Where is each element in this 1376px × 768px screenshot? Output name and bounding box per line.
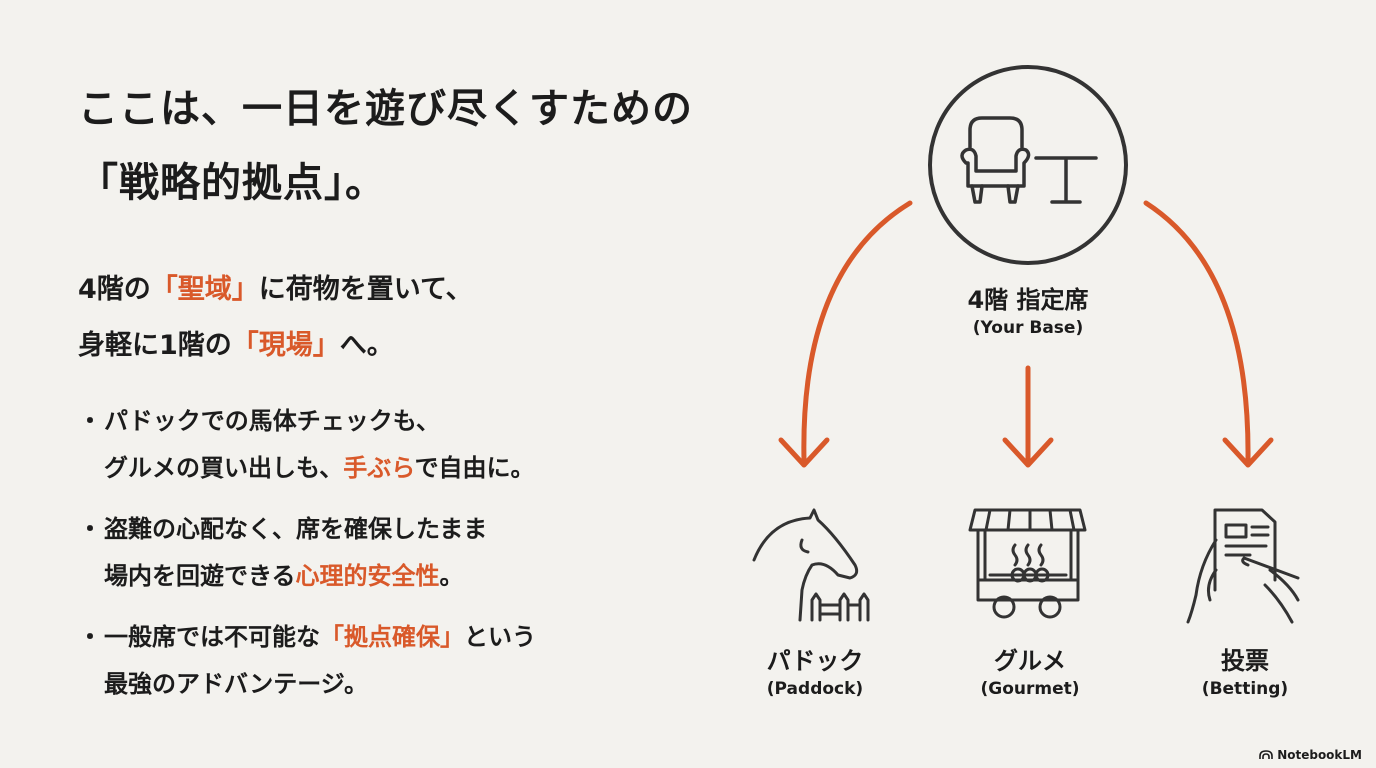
arrow-to-paddock (778, 200, 913, 468)
text-segment: 盗難の心配なく、席を確保したまま (104, 515, 488, 543)
bullet-item: ・パドックでの馬体チェックも、グルメの買い出しも、手ぶらで自由に。 (78, 398, 536, 492)
target-label-sub: (Gourmet) (980, 679, 1080, 699)
text-segment: 4階の (78, 274, 151, 305)
text-segment: 身軽に1階の (78, 330, 232, 361)
text-segment: 一般席では不可能な (104, 623, 320, 651)
highlight-text: 手ぶら (343, 454, 415, 482)
arrow-to-gourmet (1002, 365, 1054, 468)
text-line: パドックでの馬体チェックも、 (104, 398, 536, 445)
horse-fence-icon (752, 508, 870, 622)
text-segment: 。 (439, 562, 464, 590)
text-segment: パドックでの馬体チェックも、 (104, 407, 440, 435)
slide-title: ここは、一日を遊び尽くすための 「戦略的拠点」。 (78, 72, 693, 220)
target-label-main: グルメ (994, 647, 1066, 675)
bullet-dot: ・ (78, 407, 102, 435)
brand-text: NotebookLM (1277, 748, 1362, 762)
notebooklm-logo-icon (1259, 750, 1273, 759)
text-line: 場内を回遊できる心理的安全性。 (104, 553, 536, 600)
text-line: 一般席では不可能な「拠点確保」という (104, 614, 536, 661)
text-line: 最強のアドバンテージ。 (104, 661, 536, 708)
target-label-sub: (Betting) (1201, 679, 1289, 699)
base-label-sub: (Your Base) (972, 318, 1084, 338)
armchair-table-icon (960, 116, 1098, 204)
text-segment: で自由に。 (414, 454, 535, 482)
text-line: グルメの買い出しも、手ぶらで自由に。 (104, 445, 536, 492)
text-segment: グルメの買い出しも、 (104, 454, 344, 482)
base-label-main: 4階 指定席 (967, 286, 1089, 314)
arrow-to-betting (1143, 200, 1274, 468)
target-label-main: パドック (766, 647, 864, 675)
bullet-list: ・パドックでの馬体チェックも、グルメの買い出しも、手ぶらで自由に。・盗難の心配な… (78, 398, 536, 722)
text-line: 盗難の心配なく、席を確保したまま (104, 506, 536, 553)
bullet-item: ・一般席では不可能な「拠点確保」という最強のアドバンテージ。 (78, 614, 536, 708)
betting-slip-icon (1186, 508, 1300, 624)
text-segment: 最強のアドバンテージ。 (104, 670, 368, 698)
highlight-text: 心理的安全性 (295, 562, 440, 590)
base-circle (928, 65, 1128, 265)
target-label-paddock: パドック (Paddock) (767, 645, 864, 701)
text-segment: へ。 (339, 330, 394, 361)
bullet-item: ・盗難の心配なく、席を確保したまま場内を回遊できる心理的安全性。 (78, 506, 536, 600)
text-segment: 場内を回遊できる (104, 562, 296, 590)
notebooklm-watermark: NotebookLM (1259, 748, 1362, 762)
target-label-gourmet: グルメ (Gourmet) (980, 645, 1079, 701)
title-line: 「戦略的拠点」。 (78, 160, 386, 206)
food-cart-icon (968, 508, 1087, 619)
highlight-text: 「聖域」 (150, 274, 259, 305)
bullet-dot: ・ (78, 515, 102, 543)
text-line: 身軽に1階の「現場」へ。 (78, 318, 473, 374)
text-segment: という (464, 623, 536, 651)
title-line: ここは、一日を遊び尽くすための (78, 86, 693, 132)
target-label-sub: (Paddock) (766, 679, 864, 699)
text-line: 4階の「聖域」に荷物を置いて、 (78, 262, 473, 318)
bullet-dot: ・ (78, 623, 102, 651)
highlight-text: 「拠点確保」 (320, 623, 464, 651)
lead-text: 4階の「聖域」に荷物を置いて、身軽に1階の「現場」へ。 (78, 262, 473, 374)
target-label-main: 投票 (1220, 647, 1269, 675)
base-label: 4階 指定席 (Your Base) (967, 284, 1088, 340)
highlight-text: 「現場」 (231, 330, 340, 361)
text-segment: に荷物を置いて、 (258, 274, 473, 305)
target-label-betting: 投票 (Betting) (1202, 645, 1288, 701)
